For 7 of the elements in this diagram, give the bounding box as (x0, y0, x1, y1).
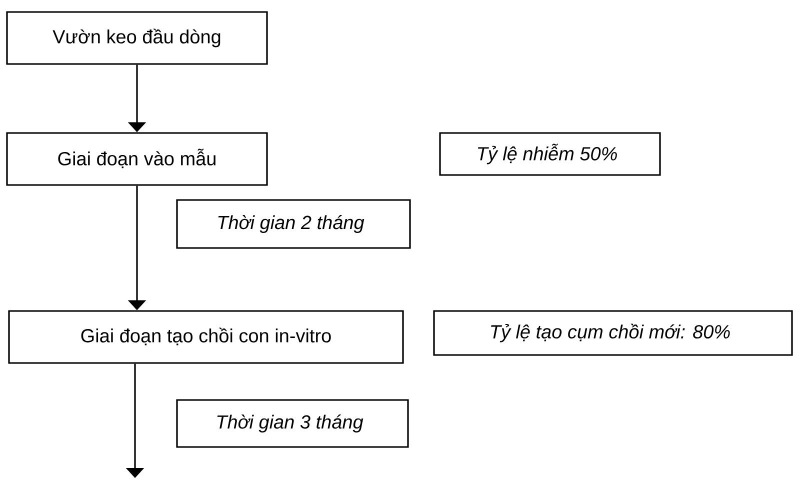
note-box: Tỷ lệ tạo cụm chồi mới: 80% (433, 310, 793, 356)
process-box: Giai đoạn vào mẫu (6, 132, 268, 186)
process-box: Giai đoạn tạo chồi con in-vitro (8, 310, 404, 364)
note-box: Thời gian 3 tháng (176, 399, 409, 448)
process-box: Vườn keo đầu dòng (6, 11, 268, 65)
note-box: Tỷ lệ nhiễm 50% (439, 132, 661, 176)
note-box: Thời gian 2 tháng (176, 199, 411, 249)
